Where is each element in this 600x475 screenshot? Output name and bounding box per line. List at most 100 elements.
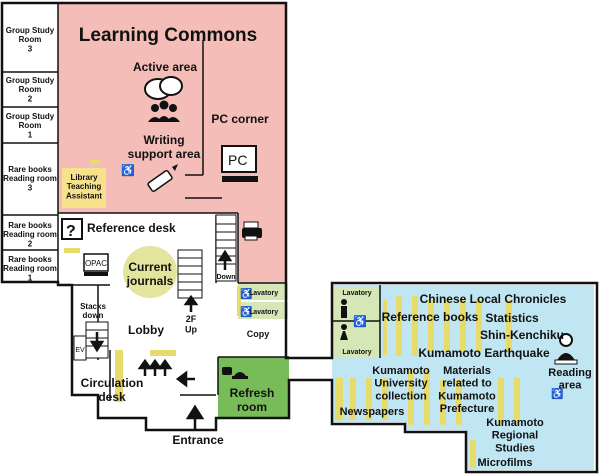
female-toilet-icon xyxy=(340,324,348,340)
pc-corner-label: PC corner xyxy=(211,112,269,126)
writing-support-label-line: support area xyxy=(128,147,201,161)
group-study-room-2-line: 2 xyxy=(28,94,33,103)
kumamoto-university-collection-label-line: University xyxy=(374,378,428,390)
lavatory-1[interactable] xyxy=(238,283,288,300)
newspapers-label: Newspapers xyxy=(340,406,405,418)
chinese-local-chronicles-label: Chinese Local Chronicles xyxy=(420,292,567,306)
elevator[interactable] xyxy=(73,335,87,361)
group-study-room-1-line: Room xyxy=(19,121,42,130)
coffee-cup-icon xyxy=(222,367,248,379)
materials-kumamoto-prefecture-label-line: Materials xyxy=(443,365,491,377)
shin-kenchiku-label: Shin-Kenchiku xyxy=(480,328,564,342)
current-journals-circle[interactable] xyxy=(123,246,177,298)
stacks-down-label-line: down xyxy=(83,311,104,320)
lavatory-1-label: Lavatory xyxy=(249,290,278,297)
rare-books-room-1-line: Rare books xyxy=(8,255,52,264)
svg-text:?: ? xyxy=(66,223,76,240)
kumamoto-regional-studies-label-line: Regional xyxy=(492,430,538,442)
lavatory-2[interactable] xyxy=(238,302,288,319)
entrance-label: Entrance xyxy=(172,433,224,447)
reference-desk-label: Reference desk xyxy=(87,221,176,235)
kumamoto-regional-studies-label-line: Kumamoto xyxy=(486,417,544,429)
active-area-label: Active area xyxy=(133,60,197,74)
group-study-room-3-line: 3 xyxy=(28,44,33,53)
printer-icon xyxy=(242,221,262,241)
materials-kumamoto-prefecture-label-line: Prefecture xyxy=(440,403,494,415)
ev-label: EV xyxy=(75,347,85,354)
help-icon: ? xyxy=(61,218,83,240)
writing-support-label-line: Writing xyxy=(143,133,184,147)
lavatory-2-label: Lavatory xyxy=(249,309,278,316)
rare-books-room-2-line: 2 xyxy=(28,239,33,248)
current-journals-label-line: journals xyxy=(126,274,174,288)
rare-books-room-1-line: 1 xyxy=(28,273,33,282)
kumamoto-university-collection-label-line: collection xyxy=(375,390,427,402)
library-teaching-assistant-label-line: Library xyxy=(70,173,98,182)
arrows xyxy=(89,249,233,430)
learning-commons-title: Learning Commons xyxy=(79,25,257,46)
stacks-down-label-line: Stacks xyxy=(80,302,106,311)
group-study-room-1-line: Group Study xyxy=(6,112,55,121)
reader-icon xyxy=(554,333,578,365)
group-study-room-1-line: 1 xyxy=(28,130,33,139)
speech-bubbles-icon xyxy=(144,76,183,100)
library-teaching-assistant-box[interactable] xyxy=(62,168,106,208)
down-label: Down xyxy=(216,274,235,281)
rare-books-room-3-line: Rare books xyxy=(8,165,52,174)
circulation-desk-label-line: Circulation xyxy=(81,376,144,390)
male-toilet-icon xyxy=(341,299,347,318)
kumamoto-regional-studies-label-line: Studies xyxy=(495,442,535,454)
rare-books-room-2-line: Rare books xyxy=(8,221,52,230)
reading-area-label-line: area xyxy=(559,380,583,392)
stairs-up-2f[interactable] xyxy=(177,249,203,299)
wheelchair-icon-2: ♿ xyxy=(353,315,367,328)
up-2f-label-line: Up xyxy=(185,324,197,334)
current-journals-label-line: Current xyxy=(128,260,171,274)
group-study-room-2-line: Room xyxy=(19,85,42,94)
shelves xyxy=(64,160,520,468)
lavatory-4-label: Lavatory xyxy=(342,349,371,356)
lavatory-area-east[interactable] xyxy=(334,287,380,357)
wheelchair-icon: ♿ xyxy=(121,164,135,177)
group-study-room-3-line: Group Study xyxy=(6,26,55,35)
reading-area-label-line: Reading xyxy=(548,367,591,379)
lavatory-3-label: Lavatory xyxy=(342,290,371,297)
rare-books-room-3-line: 3 xyxy=(28,183,33,192)
rare-books-room-1-line: Reading room xyxy=(3,264,57,273)
kumamoto-earthquake-label: Kumamoto Earthquake xyxy=(418,346,550,360)
lobby-label: Lobby xyxy=(128,323,164,337)
toilet-icon: ♿ xyxy=(240,287,252,300)
rare-books-room-2-line: Reading room xyxy=(3,230,57,239)
stairs-down-right[interactable] xyxy=(215,214,237,282)
opac-icon[interactable] xyxy=(83,253,109,276)
group-study-room-2-line: Group Study xyxy=(6,76,55,85)
pencil-icon xyxy=(147,164,178,192)
microfilms-label: Microfilms xyxy=(477,457,532,469)
pc-icon-text: PC xyxy=(228,152,247,168)
refresh-room-label-line: Refresh xyxy=(230,386,275,400)
wheelchair-icon-3: ♿ xyxy=(551,387,563,400)
materials-kumamoto-prefecture-label-line: related to xyxy=(442,378,492,390)
kumamoto-university-collection-label-line: Kumamoto xyxy=(372,365,430,377)
copy-label: Copy xyxy=(247,329,270,339)
library-teaching-assistant-label-line: Assistant xyxy=(66,191,102,200)
